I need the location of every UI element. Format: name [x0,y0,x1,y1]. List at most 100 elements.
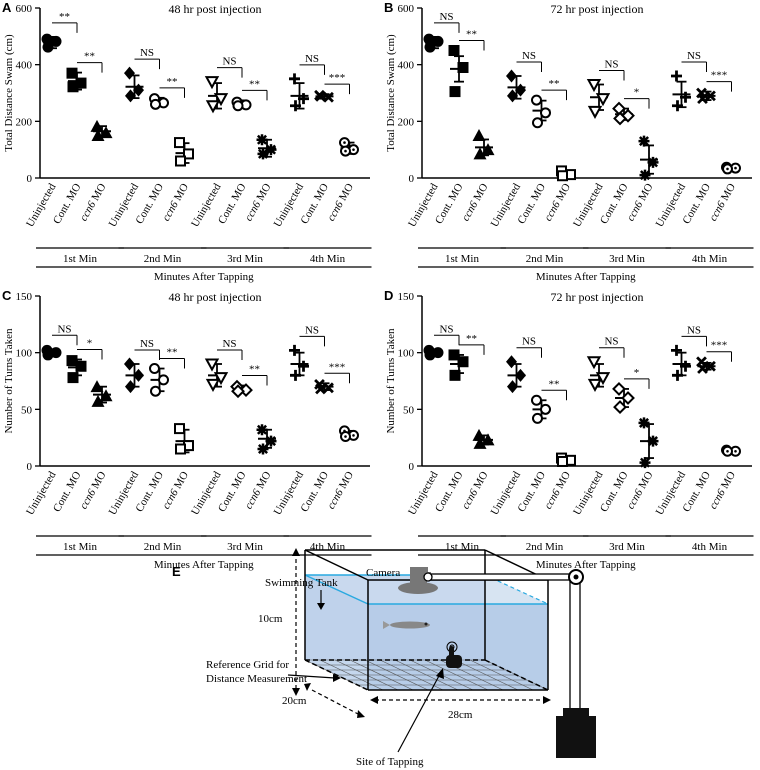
data-point [133,83,144,97]
significance-label: ** [167,76,178,88]
data-point [424,349,436,361]
data-point-center [726,449,729,453]
data-point [265,144,277,156]
significance-label: NS [604,336,618,348]
data-point [232,100,244,112]
significance-label: NS [140,338,154,350]
data-point [557,170,568,182]
data-point [506,69,517,83]
data-point [621,391,635,405]
y-tick-label: 200 [398,116,415,128]
data-point [213,93,229,107]
y-tick-label: 200 [16,116,33,128]
data-point [697,363,708,374]
data-series [448,45,469,98]
data-point [613,400,627,414]
data-point [680,360,691,372]
data-point [290,100,301,112]
data-point [256,134,268,146]
significance-label: ** [167,347,178,359]
significance-bracket: NS [434,323,460,346]
data-point [595,372,611,386]
category-label-rest: MO [253,181,274,205]
data-series [230,379,253,399]
y-tick-label: 600 [398,3,415,15]
data-point [175,155,186,167]
data-series [586,79,611,119]
significance-label: NS [522,50,536,62]
data-series [448,349,469,381]
data-series [556,452,576,467]
data-point [680,91,691,103]
significance-label: ** [549,78,560,90]
significance-bracket: * [77,337,103,360]
group-label: 1st Min [63,253,97,265]
panel-letter-d: D [384,288,393,303]
data-point [149,363,160,375]
significance-bracket: NS [681,50,707,72]
data-series [231,96,252,112]
data-point [99,126,113,139]
significance-bracket: NS [516,50,542,72]
data-point-center [734,166,737,170]
y-tick-label: 50 [403,404,415,416]
panel-letter-a: A [2,0,12,15]
data-point [50,35,62,47]
y-axis-label: Total Distance Swam (cm) [3,34,15,152]
data-point-center [734,449,737,453]
data-point [66,355,78,367]
data-point [540,107,551,119]
significance-label: * [634,367,640,379]
data-series [204,76,229,114]
data-point [432,35,444,47]
significance-bracket: NS [217,56,243,78]
significance-bracket: NS [217,338,243,360]
data-point-center [352,148,355,151]
data-point [67,372,79,384]
data-point [204,76,220,90]
data-point [697,93,708,105]
significance-bracket: NS [599,59,625,81]
significance-bracket: *** [706,70,732,92]
data-point [257,443,269,455]
data-point [150,98,161,110]
data-point [586,356,602,370]
category-label-rest: MO [635,181,656,205]
y-tick-label: 0 [409,461,415,473]
significance-bracket: * [624,367,650,389]
data-point [449,86,461,98]
data-series [612,382,635,414]
significance-label: ** [249,78,260,90]
category-label-rest: MO [717,469,738,493]
data-point [91,129,105,141]
data-point [612,101,626,116]
category-label-rest: MO [470,181,491,205]
data-point [67,81,79,93]
significance-label: ** [84,51,95,63]
data-point [257,148,269,160]
data-series [174,137,194,167]
data-series [66,67,87,93]
data-point [473,436,487,449]
data-point [531,94,542,106]
category-label-rest: MO [335,469,356,493]
data-point [705,90,716,102]
data-point [457,356,469,368]
significance-label: NS [522,336,536,348]
data-point [531,394,542,406]
category-label-rest: MO [635,469,656,493]
data-series [41,33,62,53]
group-label: 3rd Min [227,541,263,553]
significance-label: ** [466,333,477,345]
data-point [75,360,87,372]
panel-letter-e: E [172,564,181,579]
y-tick-label: 100 [398,348,415,360]
category-label-rest: MO [335,181,356,205]
data-series [423,344,444,361]
significance-bracket: NS [681,324,707,347]
data-point [473,147,487,160]
data-point [124,357,135,371]
